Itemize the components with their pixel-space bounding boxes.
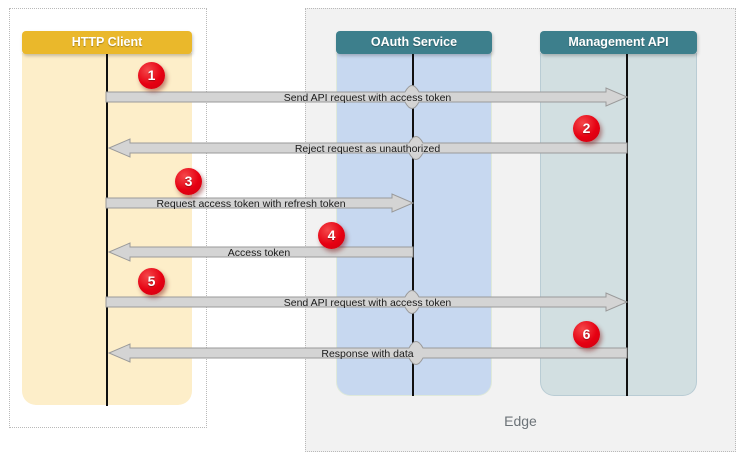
message-arrow-2[interactable] xyxy=(107,136,629,160)
message-label-2: Reject request as unauthorized xyxy=(294,143,441,155)
message-label-4: Access token xyxy=(227,247,291,259)
message-arrow-3[interactable] xyxy=(105,193,415,213)
lifeline-management-api xyxy=(626,54,628,396)
message-badge-6[interactable]: 6 xyxy=(573,321,600,348)
message-badge-2[interactable]: 2 xyxy=(573,115,600,142)
lifeline-box-management-api xyxy=(540,53,697,396)
client-group-frame xyxy=(9,8,207,428)
message-arrow-6[interactable] xyxy=(107,341,629,365)
message-label-3: Request access token with refresh token xyxy=(156,198,346,210)
participant-header-http-client[interactable]: HTTP Client xyxy=(22,31,192,54)
participant-header-management-api[interactable]: Management API xyxy=(540,31,697,54)
message-badge-5[interactable]: 5 xyxy=(138,268,165,295)
message-label-6: Response with data xyxy=(321,348,414,360)
lifeline-oauth-service xyxy=(412,54,414,396)
message-badge-3[interactable]: 3 xyxy=(175,168,202,195)
message-label-5: Send API request with access token xyxy=(283,297,452,309)
message-arrow-5[interactable] xyxy=(105,290,629,314)
message-arrow-1[interactable] xyxy=(105,85,629,109)
lifeline-http-client xyxy=(106,54,108,406)
message-badge-4[interactable]: 4 xyxy=(318,222,345,249)
edge-group-label: Edge xyxy=(504,413,537,429)
message-label-1: Send API request with access token xyxy=(283,92,452,104)
message-badge-1[interactable]: 1 xyxy=(138,62,165,89)
participant-header-oauth-service[interactable]: OAuth Service xyxy=(336,31,492,54)
